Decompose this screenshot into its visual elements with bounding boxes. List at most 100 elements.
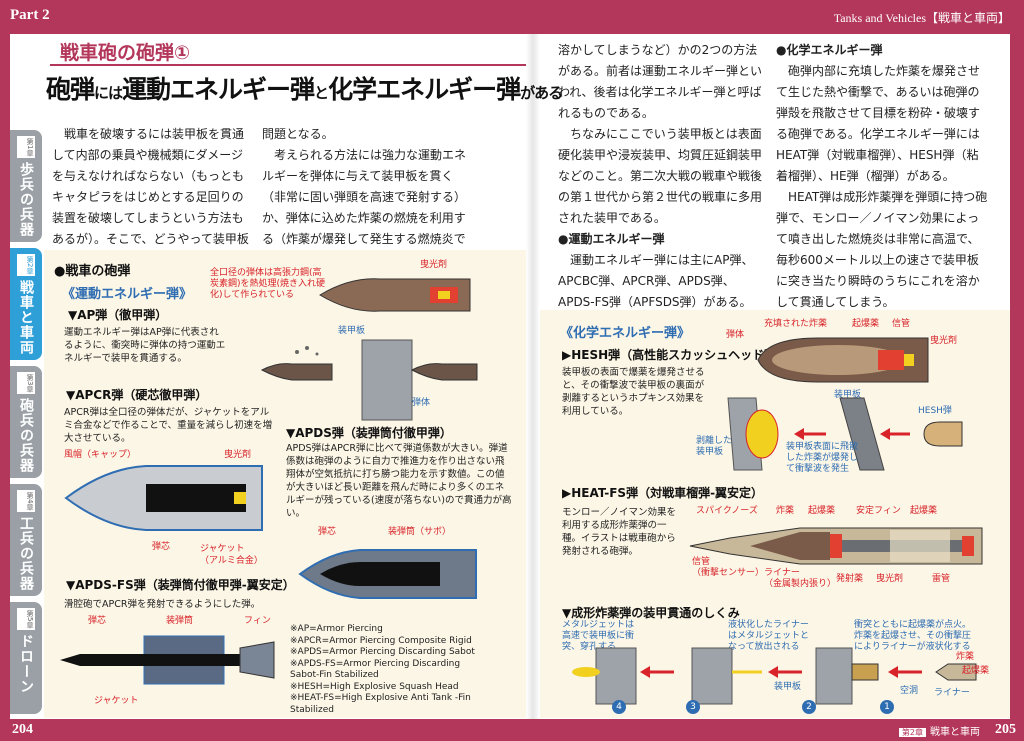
- apds-title: ▼APDS弾（装弾筒付徹甲弾）: [286, 426, 452, 440]
- title-part: 化学エネルギー弾: [328, 75, 521, 104]
- title-part: と: [314, 84, 329, 102]
- heat-label-det2: （衝撃センサー）: [692, 568, 765, 578]
- apfsds-label-sabot: 装弾筒: [166, 616, 194, 626]
- shaped-label-fuze: 起爆薬: [962, 666, 990, 676]
- heat-label-fuze2: 起爆薬: [910, 506, 938, 516]
- title-part: 砲弾: [46, 75, 95, 104]
- section-heading-ke: ●運動エネルギー弾: [558, 232, 665, 246]
- tab-label: 戦車と車両: [18, 280, 34, 356]
- apds-shell-drawing: [298, 549, 477, 599]
- body-paragraph: 運動エネルギー弾には主にAP弾、APCBC弾、APCR弾、APDS弾、APDS-…: [558, 253, 754, 309]
- apds-label-core: 弾芯: [318, 527, 337, 537]
- title-part: がある: [520, 84, 563, 102]
- left-edge-strip: [0, 34, 10, 719]
- hesh-label-charge: 充填された炸薬: [764, 319, 828, 329]
- note-line: ※HEAT-FS=High Explosive Anti Tank -Fin: [290, 693, 471, 703]
- apfsds-text: 滑腔砲でAPCR弾を発射できるようにした弾。: [64, 599, 261, 610]
- hesh-text: 装甲板の表面で爆薬を爆発させると、その衝撃波で装甲板の裏面が剥離するというホプキ…: [562, 367, 705, 417]
- step-badge: 1: [880, 700, 894, 714]
- hesh-impact-drawing: [727, 397, 963, 471]
- ap-label-armor: 装甲板: [338, 326, 366, 336]
- heat-label-det: 信管: [692, 557, 711, 567]
- footer-chapter-badge: 第2章戦車と車両: [898, 723, 980, 738]
- page-footer: 204 第2章戦車と車両 205: [0, 719, 1024, 741]
- hesh-label-spread3: て衝撃波を発生: [786, 464, 850, 474]
- apds-label-sabot: 装弾筒（サボ）: [388, 527, 452, 537]
- series-title: Tanks and Vehicles【戦車と車両】: [833, 11, 1010, 25]
- note-line: ※AP=Armor Piercing: [290, 624, 383, 634]
- chapter-tab-3[interactable]: 第3章砲兵の兵器: [10, 366, 42, 478]
- panel-heading: ●戦車の砲弾: [54, 264, 131, 279]
- step-badge: 2: [802, 700, 816, 714]
- note-line: ※HESH=High Explosive Squash Head: [290, 681, 459, 692]
- hesh-label-spall2: 装甲板: [696, 447, 724, 457]
- tab-label: 砲兵の兵器: [18, 398, 34, 474]
- body-paragraph: 溶かしてしまうなど）かの2つの方法がある。前者は運動エネルギー弾といわれ、後者は…: [558, 43, 763, 120]
- heat-label-spike: スパイクノーズ: [696, 506, 758, 516]
- step-badge: 3: [686, 700, 700, 714]
- heat-label-charge: 炸薬: [776, 506, 795, 516]
- body-column-2: 問題となる。 考えられる方法には強力な運動エネルギーを弾体に与えて装甲板を貫く（…: [262, 124, 474, 271]
- note-line: Sabot-Fin Stabilized: [290, 670, 379, 680]
- heat-label-fuze: 起爆薬: [808, 506, 836, 516]
- shaped-label2b: はメタルジェットと: [728, 631, 810, 641]
- note-line: Stabilized: [290, 704, 334, 715]
- apcr-label-jacket2: （アルミ合金）: [200, 556, 263, 566]
- ap-label-shell: 弾体: [412, 398, 431, 408]
- hesh-label-armor: 装甲板: [834, 390, 862, 400]
- hesh-label-spall: 剥離した: [696, 436, 733, 446]
- body-paragraph: 砲弾内部に充填した炸薬を爆発させて生じた熱や衝撃で、あるいは砲弾の弾殻を飛散させ…: [776, 64, 981, 183]
- footer-chapter-num: 第2章: [898, 728, 926, 737]
- apds-text: APDS弾はAPCR弾に比べて弾道係数が大きい。弾道係数は砲弾のように自力で推進…: [286, 443, 512, 519]
- footer-chapter-name: 戦車と車両: [930, 727, 980, 738]
- right-edge-strip: [1010, 34, 1024, 719]
- page-number-left: 204: [12, 722, 33, 737]
- ap-penetration-drawing: [260, 339, 478, 421]
- apcr-label-core: 弾芯: [152, 542, 171, 552]
- chapter-tab-1[interactable]: 第1章歩兵の兵器: [10, 130, 42, 242]
- chapter-tab-4[interactable]: 第4章工兵の兵器: [10, 484, 42, 596]
- shaped-charge-sequence-drawing: [572, 647, 977, 705]
- tab-num: 第1章: [17, 136, 35, 159]
- hesh-shell-drawing: [757, 337, 929, 383]
- page-header: Part 2 Tanks and Vehicles【戦車と車両】: [0, 0, 1024, 34]
- shaped-label1b: 高速で装甲板に衝: [562, 631, 635, 641]
- tab-num: 第2章: [17, 254, 35, 277]
- heat-label-tracer: 曳光剤: [876, 574, 904, 584]
- tab-label: 歩兵の兵器: [18, 162, 34, 238]
- abbreviation-notes: ※AP=Armor Piercing ※APCR=Armor Piercing …: [290, 624, 520, 716]
- page-number-right: 205: [995, 722, 1016, 737]
- shaped-label1c: 突、穿孔する: [562, 642, 617, 652]
- apfsds-title: ▼APDS-FS弾（装弾筒付徹甲弾-翼安定）: [66, 578, 295, 592]
- step-badge: 4: [612, 700, 626, 714]
- ke-heading: 《運動エネルギー弾》: [62, 287, 193, 302]
- shaped-label3: 衝突とともに起爆薬が点火。: [854, 620, 972, 630]
- note-line: ※APDS=Armor Piercing Discarding Sabot: [290, 647, 475, 657]
- apcr-text: APCR弾は全口径の弾体だが、ジャケットをアルミ合金などで作ることで、重量を減ら…: [64, 407, 273, 444]
- section-heading-ce: ●化学エネルギー弾: [776, 43, 883, 57]
- title-part: には: [94, 84, 123, 102]
- heat-title: ▶HEAT-FS弾（対戦車榴弾-翼安定）: [562, 486, 764, 500]
- body-paragraph: 考えられる方法には強力な運動エネルギーを弾体に与えて装甲板を貫く（非常に固い弾頭…: [262, 148, 467, 267]
- apcr-shell-drawing: [64, 465, 263, 531]
- body-column-1: 戦車を破壊するには装甲板を貫通して内部の乗員や機械類にダメージを与えなければなら…: [52, 127, 249, 267]
- part-label: Part 2: [10, 7, 50, 23]
- chapter-tab-2[interactable]: 第2章戦車と車両: [10, 248, 42, 360]
- apfsds-label-jacket: ジャケット: [94, 696, 139, 706]
- apcr-label-jacket: ジャケット: [200, 544, 245, 554]
- page-gutter: [526, 34, 540, 719]
- heat-shell-drawing: [689, 527, 983, 565]
- body-column-3: 溶かしてしまうなど）かの2つの方法がある。前者は運動エネルギー弾といわれ、後者は…: [558, 40, 762, 313]
- heat-label-liner2: （金属製内張り）: [764, 579, 837, 589]
- hesh-title: ▶HESH弾（高性能スカッシュヘッド弾）: [562, 348, 789, 362]
- note-line: ※APCR=Armor Piercing Composite Rigid: [290, 635, 472, 646]
- hesh-label-tracer: 曳光剤: [930, 336, 958, 346]
- tab-num: 第5章: [17, 608, 35, 631]
- tab-label: ドローン: [18, 634, 34, 695]
- tab-num: 第3章: [17, 372, 35, 395]
- apcr-label-cap: 風帽（キャップ）: [64, 450, 137, 460]
- ap-label-body: 全口径の弾体は高張力鋼(高炭素鋼)を熱処理(焼き入れ硬化)して作られている: [210, 268, 326, 300]
- shaped-label-armor: 装甲板: [774, 682, 802, 692]
- hesh-label-spread2: した炸薬が爆発し: [786, 453, 859, 463]
- chapter-tab-5[interactable]: 第5章ドローン: [10, 602, 42, 714]
